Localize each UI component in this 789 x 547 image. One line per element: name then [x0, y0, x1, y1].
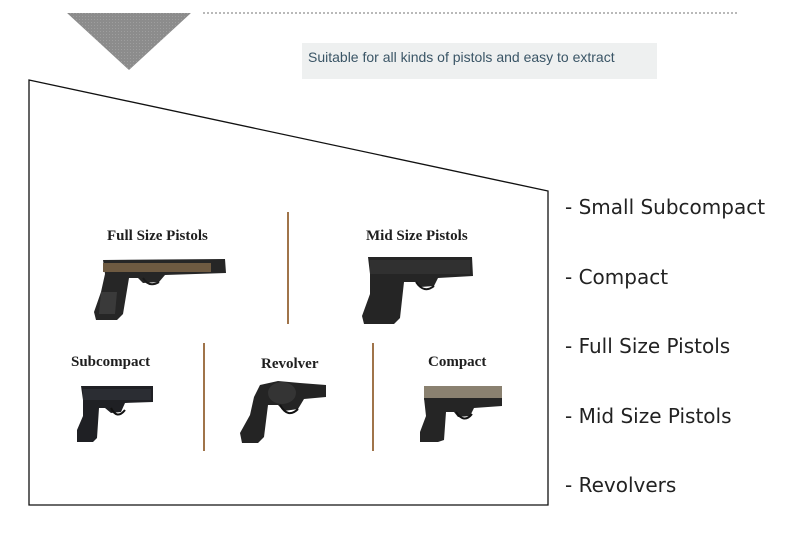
mid-size-pistol-image [362, 257, 473, 324]
caption-text: Suitable for all kinds of pistols and ea… [308, 49, 615, 65]
category-list: - Small Subcompact - Compact - Full Size… [565, 194, 765, 542]
label-full-size-pistols: Full Size Pistols [107, 228, 208, 244]
category-item: - Full Size Pistols [565, 334, 731, 358]
decorative-triangle [67, 13, 191, 70]
caption-box: Suitable for all kinds of pistols and ea… [302, 43, 657, 79]
label-compact: Compact [428, 354, 487, 370]
divider-bottom-left [203, 343, 205, 451]
label-subcompact: Subcompact [71, 354, 151, 370]
revolver-image [240, 381, 326, 443]
category-item: - Mid Size Pistols [565, 403, 732, 428]
compact-pistol-image [420, 386, 502, 442]
category-item: - Compact [565, 264, 669, 289]
full-size-pistol-image [94, 259, 226, 320]
dotted-rule [203, 12, 737, 14]
category-item: - Small Subcompact [565, 195, 766, 219]
label-mid-size-pistols: Mid Size Pistols [366, 228, 468, 244]
divider-bottom-right [372, 343, 374, 451]
label-revolver: Revolver [261, 356, 319, 372]
category-item: - Revolvers [565, 473, 677, 497]
divider-top [287, 212, 289, 324]
subcompact-pistol-image [77, 386, 153, 442]
